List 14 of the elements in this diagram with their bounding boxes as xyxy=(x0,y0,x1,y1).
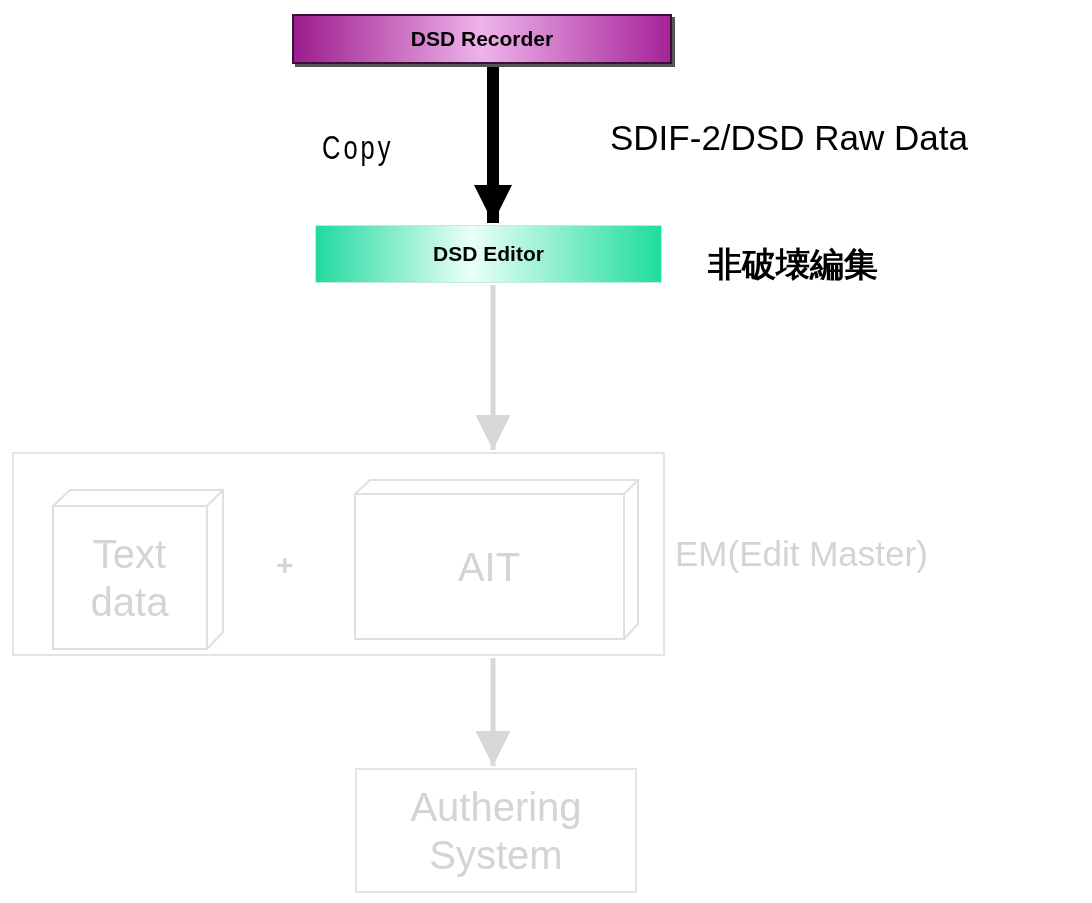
arrow xyxy=(473,66,513,223)
process-box xyxy=(315,225,662,283)
process-box xyxy=(355,768,637,893)
block-box xyxy=(52,489,224,650)
process-box xyxy=(292,14,672,64)
plus-sign: + xyxy=(276,548,294,582)
edge-label: Copy xyxy=(322,128,394,167)
data-label: SDIF-2/DSD Raw Data xyxy=(610,118,968,158)
box-label: DSD Recorder xyxy=(410,27,554,51)
block-box xyxy=(354,479,639,640)
arrow xyxy=(475,658,511,766)
note-text: 非破壊編集 xyxy=(708,243,878,286)
arrow xyxy=(475,285,511,450)
box-label: DSD Editor xyxy=(433,242,544,266)
